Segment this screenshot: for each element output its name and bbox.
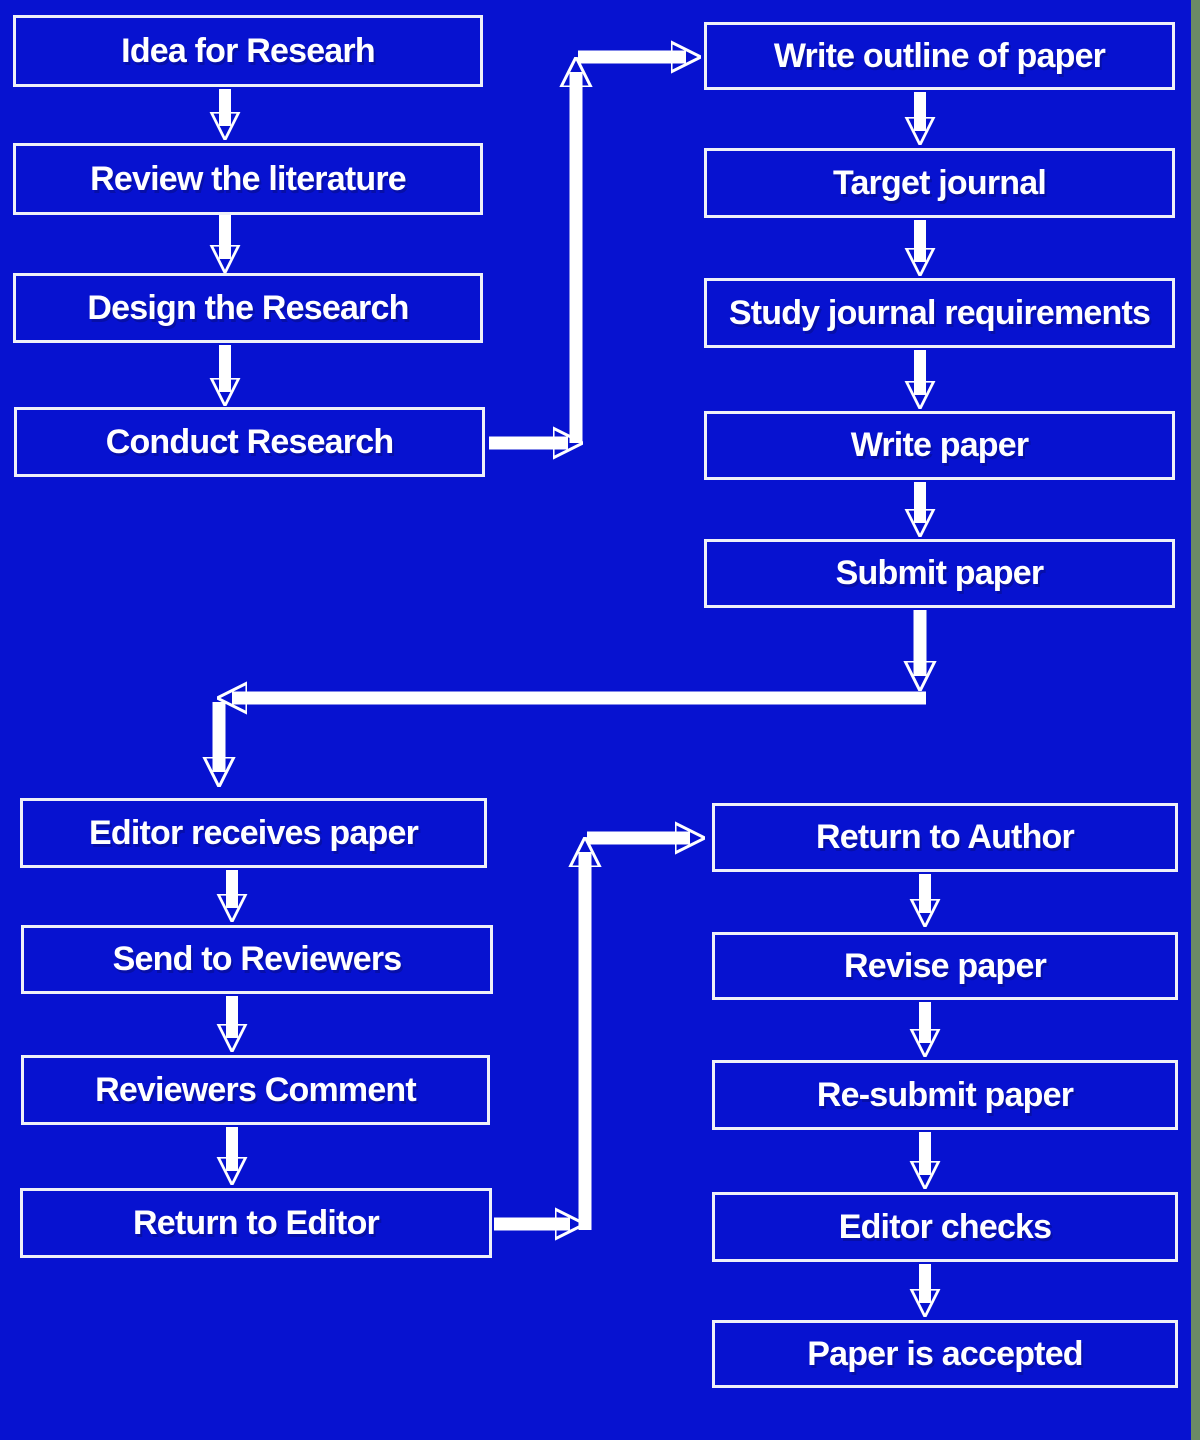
flow-node-reviewers-comment: Reviewers Comment <box>21 1055 490 1125</box>
flow-node-study-requirements: Study journal requirements <box>704 278 1175 348</box>
screen-edge-strip <box>1191 0 1200 1440</box>
flow-node-idea-for-research: Idea for Researh <box>13 15 483 87</box>
flow-node-write-paper: Write paper <box>704 411 1175 480</box>
flow-node-resubmit-paper: Re-submit paper <box>712 1060 1178 1130</box>
flow-node-conduct-research: Conduct Research <box>14 407 485 477</box>
flow-node-return-author: Return to Author <box>712 803 1178 872</box>
flow-node-send-reviewers: Send to Reviewers <box>21 925 493 994</box>
flow-node-editor-checks: Editor checks <box>712 1192 1178 1262</box>
flow-node-target-journal: Target journal <box>704 148 1175 218</box>
flow-node-design-research: Design the Research <box>13 273 483 343</box>
flow-node-submit-paper: Submit paper <box>704 539 1175 608</box>
flow-node-editor-receives: Editor receives paper <box>20 798 487 868</box>
flow-node-review-literature: Review the literature <box>13 143 483 215</box>
flow-node-return-editor: Return to Editor <box>20 1188 492 1258</box>
flow-node-write-outline: Write outline of paper <box>704 22 1175 90</box>
flow-node-paper-accepted: Paper is accepted <box>712 1320 1178 1388</box>
flow-node-revise-paper: Revise paper <box>712 932 1178 1000</box>
